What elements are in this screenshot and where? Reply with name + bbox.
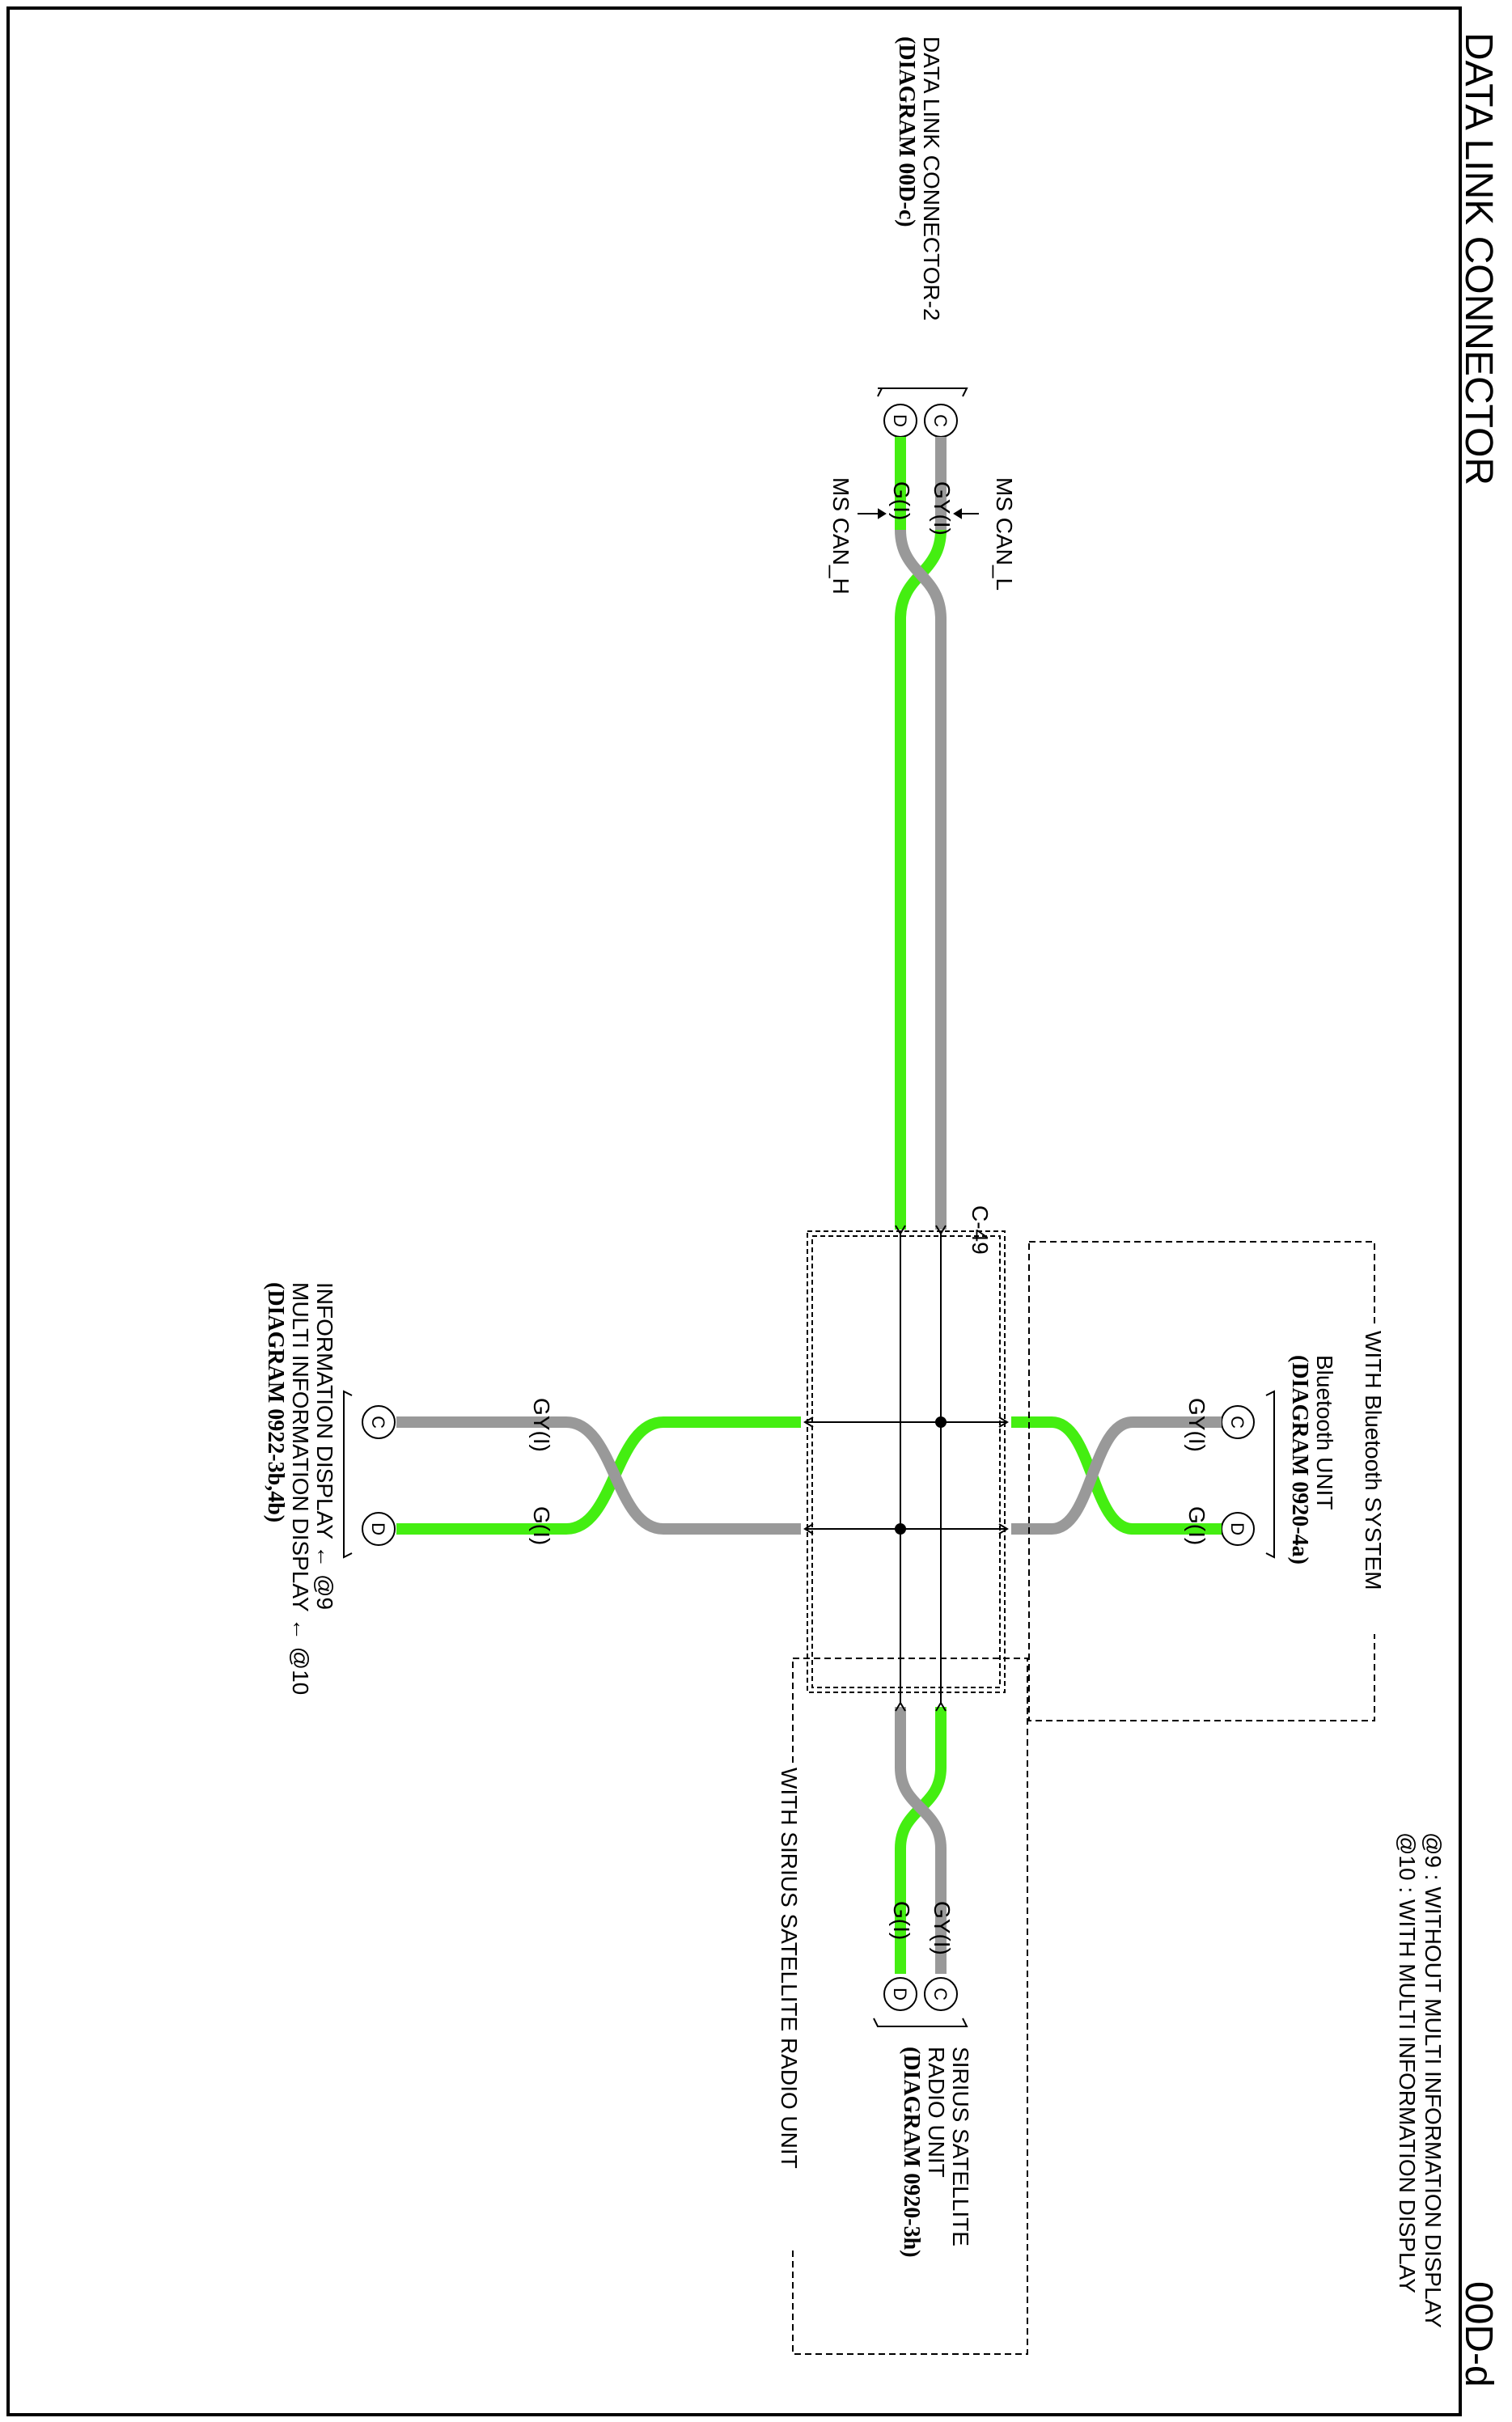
sirius-pin-d-label: D	[890, 1988, 910, 2001]
chevron-right	[998, 1416, 1009, 1535]
connector-brackets	[343, 387, 1275, 2027]
chevron-left	[803, 1416, 814, 1535]
dlc2-name: DATA LINK CONNECTOR-2	[919, 36, 944, 321]
info-bracket	[343, 1390, 353, 1559]
sirius-ref: (DIAGRAM 0920-3h)	[899, 2047, 924, 2258]
sirius-option-box	[792, 1658, 1028, 2355]
page-code: 00D-d	[1457, 2281, 1500, 2387]
note-9: @9 : WITHOUT MULTI INFORMATION DISPLAY	[1421, 1832, 1446, 2328]
junction-box-inner	[811, 1235, 1001, 1688]
dlc-pin-c-label: C	[930, 414, 951, 427]
can-arrows	[858, 508, 979, 519]
junction-box-outer	[807, 1230, 1006, 1693]
can-h-label: MS CAN_H	[828, 477, 853, 595]
page-border	[6, 6, 1462, 2416]
info-pin-d-label: D	[368, 1522, 388, 1535]
wire-sirius-gray	[895, 1707, 947, 1901]
info-pin-c-label: C	[368, 1416, 388, 1429]
info-pin-c	[362, 1405, 396, 1439]
sirius-group-label: WITH SIRIUS SATELLITE RADIO UNIT	[777, 1768, 802, 2169]
bt-wire-g: G(I)	[1184, 1506, 1209, 1545]
dlc-wire-gy: GY(I)	[930, 481, 955, 536]
junction-c49	[803, 1225, 1009, 1712]
sirius-group-label-bg	[773, 1764, 805, 2249]
sirius-name-2: RADIO UNIT	[924, 2047, 949, 2178]
can-l-arrowhead	[953, 508, 962, 519]
dlc2-ref: (DIAGRAM 00D-c)	[894, 36, 919, 227]
sirius-wire-gy: GY(I)	[930, 1901, 955, 1955]
sirius-pin-d	[883, 1977, 917, 2011]
bluetooth-group-label: WITH Bluetooth SYSTEM	[1361, 1331, 1386, 1590]
bt-pin-c-label: C	[1227, 1416, 1247, 1429]
wire-info-gray	[396, 1416, 801, 1535]
can-h-arrowhead	[878, 508, 887, 519]
page-title: DATA LINK CONNECTOR	[1457, 32, 1500, 485]
info-name-2: MULTI INFORMATION DISPLAY ← @10	[288, 1282, 313, 1695]
sirius-wire-g: G(I)	[889, 1901, 914, 1940]
bt-bracket	[1265, 1390, 1275, 1559]
splice-dot-c	[935, 1416, 947, 1428]
pin-circles	[362, 404, 1255, 2011]
note-10: @10 : WITH MULTI INFORMATION DISPLAY	[1395, 1832, 1420, 2293]
wire-trunk-gray	[895, 441, 947, 1230]
bt-name: Bluetooth UNIT	[1312, 1355, 1337, 1510]
bt-ref: (DIAGRAM 0920-4a)	[1287, 1355, 1312, 1565]
chevron-bottom	[895, 1701, 947, 1712]
info-pin-d	[362, 1512, 396, 1546]
junction-label: C-49	[968, 1205, 993, 1255]
splice-dot-d	[895, 1523, 906, 1535]
info-name-1: INFORMATION DISPLAY ← @9	[312, 1282, 337, 1610]
sirius-name-1: SIRIUS SATELLITE	[948, 2047, 973, 2246]
can-l-label: MS CAN_L	[992, 477, 1017, 591]
bt-pin-d-label: D	[1227, 1522, 1247, 1535]
sirius-pin-c	[924, 1977, 958, 2011]
dlc-pin-d-label: D	[890, 414, 910, 427]
chevron-top	[895, 1225, 947, 1235]
dlc-bracket	[877, 387, 968, 397]
info-wire-gy: GY(I)	[529, 1398, 554, 1452]
info-wire-g: G(I)	[529, 1506, 554, 1545]
bt-group-label-bg	[1359, 1327, 1391, 1634]
info-ref: (DIAGRAM 0922-3b,4b)	[263, 1282, 288, 1522]
sirius-pin-c-label: C	[930, 1988, 951, 2001]
bt-wire-gy: GY(I)	[1184, 1398, 1209, 1452]
sirius-bracket	[873, 2018, 968, 2027]
wire-harness	[396, 441, 1213, 1974]
dlc-wire-g: G(I)	[889, 481, 914, 520]
wire-bt-gray	[1011, 1416, 1213, 1535]
